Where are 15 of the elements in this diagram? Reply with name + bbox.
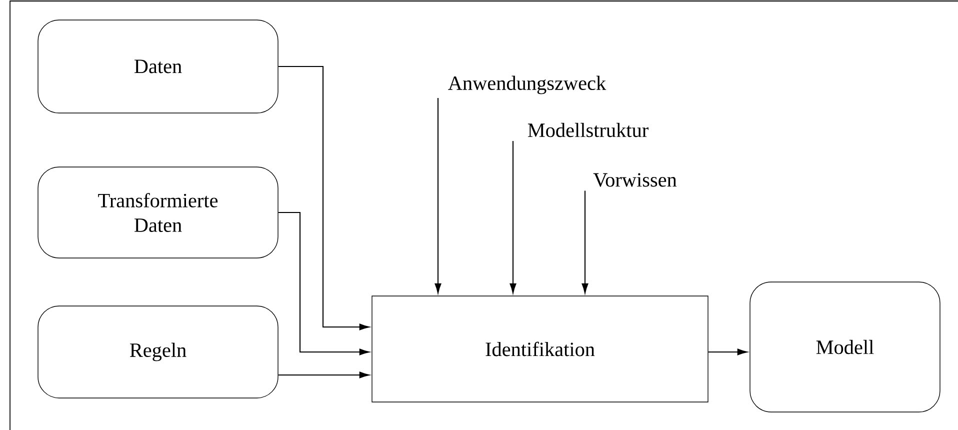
arrow: [278, 212, 370, 356]
rounded-box: Regeln: [38, 306, 278, 398]
arrow: [708, 348, 748, 356]
arrow: [582, 190, 588, 294]
input-label: Vorwissen: [593, 173, 677, 187]
input-label: Modellstruktur: [528, 122, 648, 138]
rounded-box: Daten: [38, 20, 278, 114]
process-box: Identifikation: [372, 296, 708, 402]
arrow: [434, 98, 442, 294]
arrow: [278, 66, 370, 330]
rounded-box: Transformierte Daten: [38, 166, 278, 258]
rounded-box: Modell: [750, 282, 940, 412]
arrow: [278, 372, 370, 378]
input-label: Anwendungszweck: [448, 76, 606, 94]
arrow: [510, 140, 516, 294]
